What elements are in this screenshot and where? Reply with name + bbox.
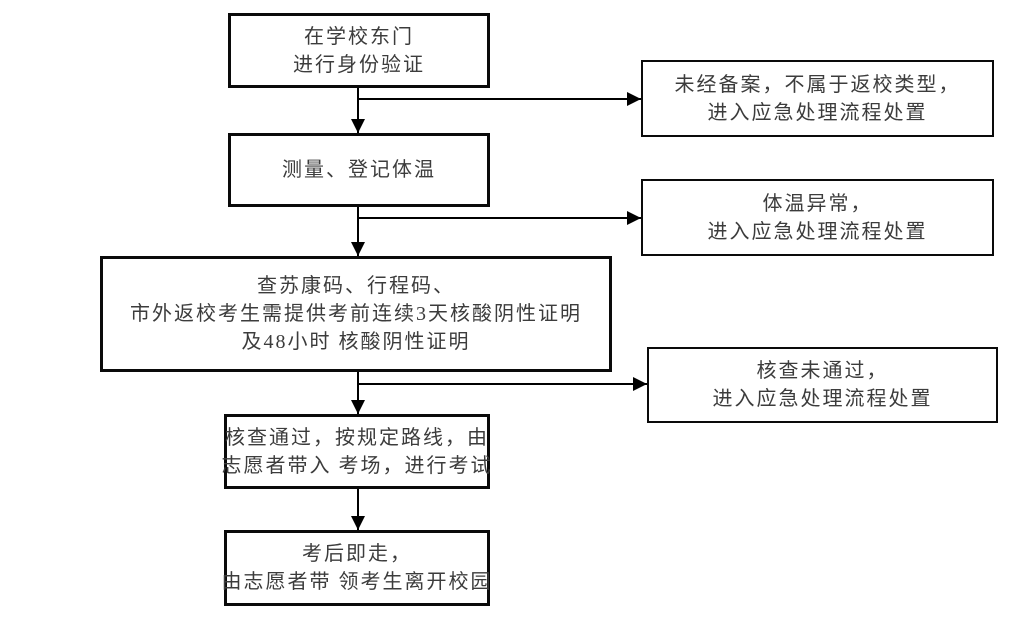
step-temperature: 测量、登记体温 (228, 133, 490, 207)
step-text-line: 志愿者带入 考场，进行考试 (221, 454, 493, 477)
step-text-line: 市外返校考生需提供考前连续3天核酸阴性证明 (130, 303, 582, 325)
branch-text-line: 进入应急处理流程处置 (707, 101, 928, 124)
branch-not-registered: 未经备案，不属于返校类型， 进入应急处理流程处置 (641, 60, 994, 137)
step-text-line: 进行身份验证 (293, 53, 425, 76)
branch-text-line: 进入应急处理流程处置 (707, 220, 928, 243)
step-text-line: 测量、登记体温 (282, 159, 436, 181)
step-text-line: 核查通过，按规定路线，由 (225, 426, 489, 449)
branch-text-line: 核查未通过， (756, 360, 889, 382)
step-text-line: 在学校东门 (304, 25, 414, 48)
step-code-check: 查苏康码、行程码、 市外返校考生需提供考前连续3天核酸阴性证明 及48小时 核酸… (100, 256, 612, 372)
branch-text-line: 进入应急处理流程处置 (712, 388, 933, 410)
branch-text-line: 体温异常， (762, 192, 873, 215)
branch-check-failed: 核查未通过， 进入应急处理流程处置 (647, 347, 998, 423)
step-text-line: 查苏康码、行程码、 (257, 275, 455, 297)
branch-text-line: 未经备案，不属于返校类型， (674, 73, 961, 96)
step-text-line: 及48小时 核酸阴性证明 (241, 331, 471, 353)
step-leave-campus: 考后即走， 由志愿者带 领考生离开校园 (221, 530, 493, 606)
step-text-line: 由志愿者带 领考生离开校园 (221, 571, 493, 593)
step-text-line: 考后即走， (302, 543, 412, 565)
step-identity-check: 在学校东门 进行身份验证 (228, 13, 490, 88)
branch-abnormal-temperature: 体温异常， 进入应急处理流程处置 (641, 179, 994, 256)
step-enter-exam: 核查通过，按规定路线，由 志愿者带入 考场，进行考试 (221, 414, 493, 489)
